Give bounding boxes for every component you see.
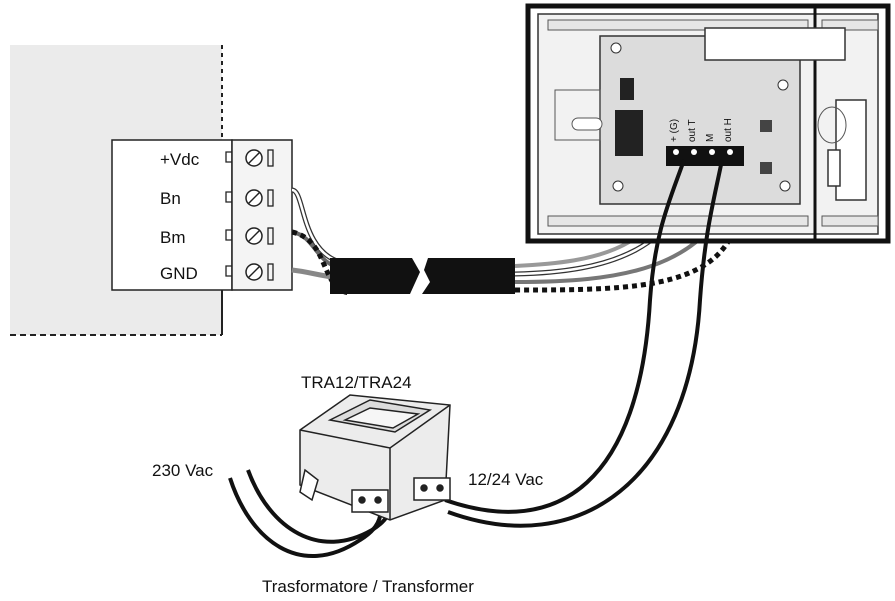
power-wires (228, 159, 724, 559)
transformer-caption: Trasformatore / Transformer (262, 577, 474, 596)
transformer-model-label: TRA12/TRA24 (301, 373, 412, 392)
transformer (299, 394, 451, 521)
pin-label-power: + (G) (669, 119, 680, 142)
terminal-screws (245, 149, 263, 281)
output-voltage-label: 12/24 Vac (468, 470, 544, 489)
terminal-label-vdc: +Vdc (160, 150, 200, 169)
terminal-label-bm: Bm (160, 228, 186, 247)
terminal-label-bn: Bn (160, 189, 181, 208)
input-voltage-label: 230 Vac (152, 461, 214, 480)
controller-terminal-block: +Vdc Bn Bm GND (111, 139, 293, 291)
pin-label-m: M (705, 134, 716, 142)
sensor-device: + (G) out T M out H (525, 3, 891, 244)
terminal-label-gnd: GND (160, 264, 198, 283)
pin-label-out-h: out H (723, 118, 734, 142)
pin-label-out-t: out T (687, 119, 698, 142)
